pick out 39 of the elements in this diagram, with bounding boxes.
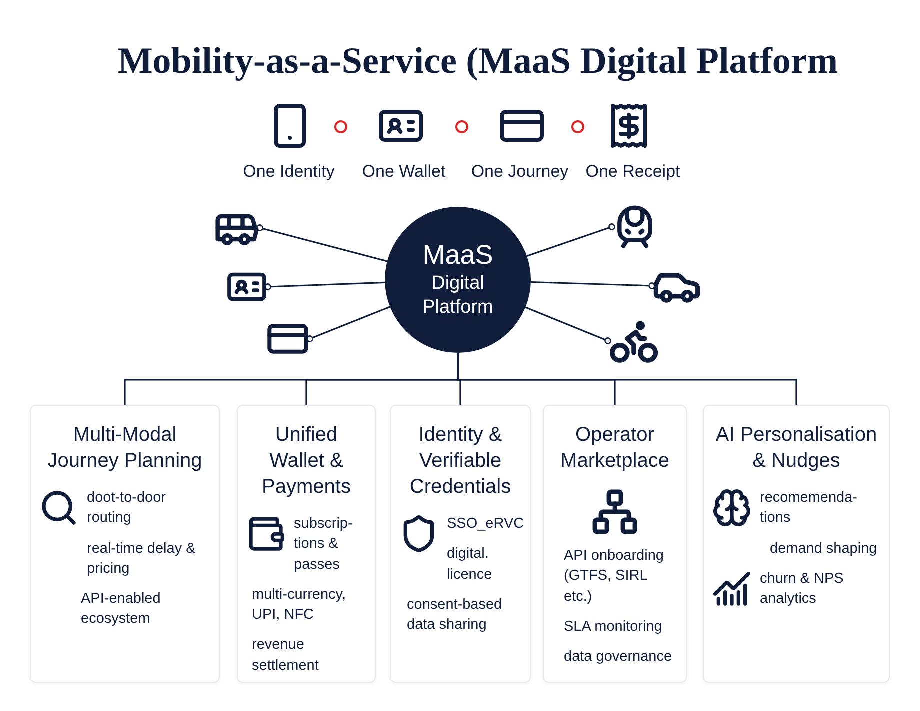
feature-text: revenue settlement xyxy=(252,636,320,676)
feature-text: recomemenda- tions xyxy=(760,489,859,528)
feature-card xyxy=(390,405,531,683)
connector-line xyxy=(530,281,656,290)
feature-text: API-enabled ecosystem xyxy=(81,590,162,630)
connector-line xyxy=(256,224,388,262)
connector-line xyxy=(306,306,390,342)
platform-title: MaaS xyxy=(422,239,494,272)
platform-subtitle: Digital Platform xyxy=(422,272,494,320)
feature-text: doot-to-door routing xyxy=(87,489,167,528)
card-title: Operator Marketplace xyxy=(560,423,670,474)
connector-line xyxy=(525,306,612,344)
card-title: Unified Wallet & Payments xyxy=(261,423,352,500)
connector-line xyxy=(457,353,798,405)
pillar-label: One Receipt xyxy=(586,162,680,182)
feature-text: demand shaping xyxy=(770,540,878,559)
connector-line xyxy=(526,224,616,257)
feature-text: digital. licence xyxy=(447,545,494,585)
pillar-label: One Identity xyxy=(243,162,335,182)
title: Mobility-as-a-Service (MaaS Digital Platform xyxy=(118,41,838,82)
feature-card xyxy=(703,405,890,683)
pillar-label: One Wallet xyxy=(362,162,446,182)
feature-text: subscrip- tions & passes xyxy=(294,515,354,575)
feature-card xyxy=(543,405,687,683)
feature-text: SLA monitoring xyxy=(564,618,664,637)
card-title: Multi-Modal Journey Planning xyxy=(46,423,204,474)
feature-text: real-time delay & pricing xyxy=(87,540,197,579)
feature-text: data governance xyxy=(564,648,674,668)
connector-line xyxy=(264,282,386,290)
feature-text: API onboarding (GTFS, SIRL etc.) xyxy=(564,547,665,607)
feature-card xyxy=(30,405,220,683)
feature-card xyxy=(237,405,376,683)
card-title: Identity & Verifiable Credentials xyxy=(408,423,512,500)
feature-text: multi-currency, UPI, NFC xyxy=(252,586,347,626)
card-title: AI Personalisation & Nudges xyxy=(714,423,878,474)
pillar-label: One Journey xyxy=(471,162,569,182)
feature-text: consent-based data sharing xyxy=(407,596,504,636)
feature-text: churn & NPS analytics xyxy=(760,570,845,610)
feature-text: SSO_eRVC xyxy=(447,515,524,534)
